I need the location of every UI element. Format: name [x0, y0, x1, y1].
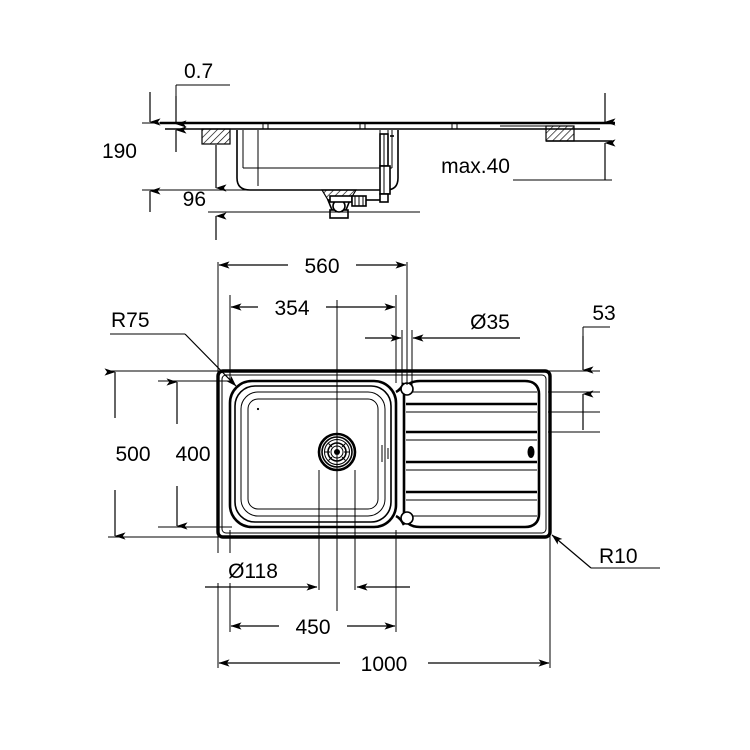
dim-r10-leader: [551, 534, 592, 569]
dim-354-textbg: [258, 292, 326, 320]
plan-drainboard-outline: [402, 379, 541, 529]
dim-450-textbg: [279, 611, 347, 639]
dim-1000-textbg: [340, 648, 428, 676]
section-worktop-right-hatch: [545, 125, 575, 142]
section-deck-ticks: [262, 123, 546, 129]
dim-label-r10: R10: [599, 545, 638, 568]
dim-label-0-7: 0.7: [184, 60, 213, 83]
dim-label-400: 400: [175, 443, 210, 466]
dim-label-1000: 1000: [361, 653, 408, 676]
dim-label-96: 96: [183, 188, 206, 211]
dim-label-max40: max.40: [441, 155, 510, 178]
plan-drainboard-dimple: [527, 446, 535, 458]
dim-label-500: 500: [115, 443, 150, 466]
dim-560-textbg: [288, 250, 356, 278]
dim-label-r75: R75: [111, 309, 150, 332]
dim-label-450: 450: [295, 616, 330, 639]
section-waste-collar: [329, 195, 353, 203]
dim-label-dia35: Ø35: [470, 311, 510, 334]
dim-dia35-textbg: [449, 305, 531, 335]
plan-bowl-base: [247, 398, 379, 510]
plan-view-group: [216, 369, 552, 539]
section-overflow-assembly: [351, 130, 394, 207]
plan-bowl-right-marks: [381, 445, 389, 462]
plan-bowl-detail-dot: [256, 407, 260, 411]
section-view-group: [160, 121, 615, 219]
plan-tap-hole-bottom: [400, 511, 414, 525]
plan-bowl-rim: [234, 385, 392, 523]
plan-drainboard-grooves: [406, 391, 537, 517]
plan-bowl-outer: [228, 379, 398, 529]
section-dimensions-group: 0.7 190 96 max.40: [102, 60, 616, 240]
dim-label-dia118: Ø118: [228, 560, 278, 583]
plan-deck-outline: [216, 369, 552, 539]
plan-ext-lines-horizontal: [108, 370, 600, 538]
plan-dimensions-group: 560 354 Ø35 53 500 400 R75 R10: [104, 250, 660, 676]
dim-dia118-textbg: [198, 553, 308, 583]
plan-deck-inner-edge: [221, 374, 547, 534]
dim-label-354: 354: [274, 297, 309, 320]
dim-r75-leader: [184, 333, 237, 387]
dim-label-560: 560: [304, 255, 339, 278]
dim-label-190: 190: [102, 140, 137, 163]
section-worktop-left-hatch: [201, 128, 231, 145]
dim-label-53: 53: [592, 302, 615, 325]
